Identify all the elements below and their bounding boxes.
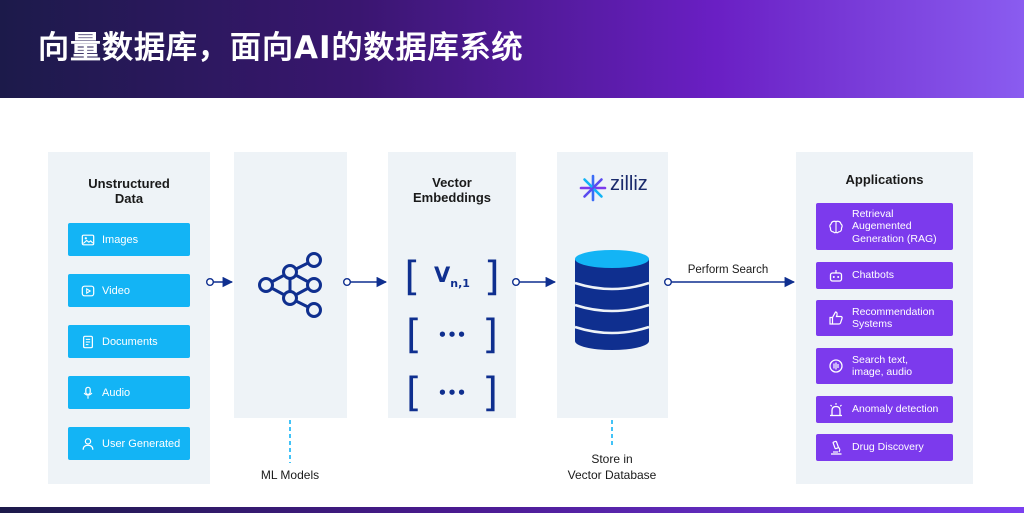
zilliz-logo-text: zilliz: [610, 173, 648, 195]
app-item-label: Drug Discovery: [852, 441, 924, 454]
arrow-vector-to-database: [512, 276, 557, 288]
applications-panel: Applications Retrieval Augemented Genera…: [796, 152, 973, 484]
applications-title: Applications: [845, 172, 924, 187]
search-icon: [829, 359, 843, 373]
image-icon: [81, 234, 95, 245]
header-banner: 向量数据库，面向AI的数据库系统: [0, 0, 1024, 98]
document-icon: [83, 335, 93, 348]
app-item-rag[interactable]: Retrieval Augemented Generation (RAG): [816, 203, 953, 250]
data-item-label: Audio: [102, 386, 131, 399]
data-item-images[interactable]: Images: [68, 223, 190, 256]
app-item-drug-discovery[interactable]: Drug Discovery: [816, 434, 953, 461]
arrow-ml-to-vector: [343, 276, 388, 288]
brain-icon: [829, 220, 843, 233]
app-item-label: Retrieval Augemented Generation (RAG): [852, 207, 937, 245]
perform-search-label: Perform Search: [687, 264, 769, 276]
vector-embedding-3: [ ••• ]: [406, 370, 498, 416]
vector-embeddings-panel: Vector Embeddings [ Vn,1 ] [ ••• ] [ •••…: [388, 152, 516, 418]
neural-network-icon: [258, 252, 322, 318]
app-item-recommendation[interactable]: Recommendation Systems: [816, 300, 953, 336]
unstructured-title: Unstructured Data: [88, 176, 170, 206]
vector-database-panel: [557, 152, 668, 418]
app-item-anomaly[interactable]: Anomaly detection: [816, 396, 953, 423]
ml-models-panel: [234, 152, 347, 418]
vector-embedding-1: [ Vn,1 ]: [404, 254, 500, 300]
microphone-icon: [83, 386, 93, 399]
app-item-label: Anomaly detection: [852, 403, 939, 416]
app-item-label: Chatbots: [852, 269, 895, 282]
app-item-chatbots[interactable]: Chatbots: [816, 262, 953, 289]
database-icon: [574, 250, 650, 350]
app-item-label: Recommendation Systems: [852, 305, 935, 331]
vector-title: Vector Embeddings: [412, 175, 491, 205]
microscope-icon: [831, 440, 842, 455]
data-item-audio[interactable]: Audio: [68, 376, 190, 409]
app-item-label: Search text, image, audio: [852, 353, 913, 379]
alarm-icon: [830, 402, 842, 416]
app-item-search[interactable]: Search text, image, audio: [816, 348, 953, 384]
video-icon: [81, 285, 95, 296]
arrow-database-to-applications: [664, 276, 796, 288]
robot-icon: [829, 269, 843, 282]
vector-embedding-2: [ ••• ]: [406, 312, 498, 358]
data-item-user-generated[interactable]: User Generated: [68, 427, 190, 460]
data-item-label: Documents: [102, 335, 158, 348]
zilliz-logo-icon: [579, 174, 607, 202]
bottom-bar: [0, 507, 1024, 513]
data-item-video[interactable]: Video: [68, 274, 190, 307]
thumbs-up-icon: [829, 311, 843, 325]
data-item-label: User Generated: [102, 437, 181, 450]
ml-models-label: ML Models: [260, 468, 320, 482]
data-item-label: Video: [102, 284, 130, 297]
user-icon: [82, 437, 94, 450]
data-item-label: Images: [102, 233, 139, 246]
store-label: Store in Vector Database: [567, 452, 657, 482]
page-title: 向量数据库，面向AI的数据库系统: [38, 30, 524, 66]
unstructured-data-panel: Unstructured Data Images Video Documents: [48, 152, 210, 484]
arrow-unstructured-to-ml: [205, 276, 234, 288]
data-item-documents[interactable]: Documents: [68, 325, 190, 358]
